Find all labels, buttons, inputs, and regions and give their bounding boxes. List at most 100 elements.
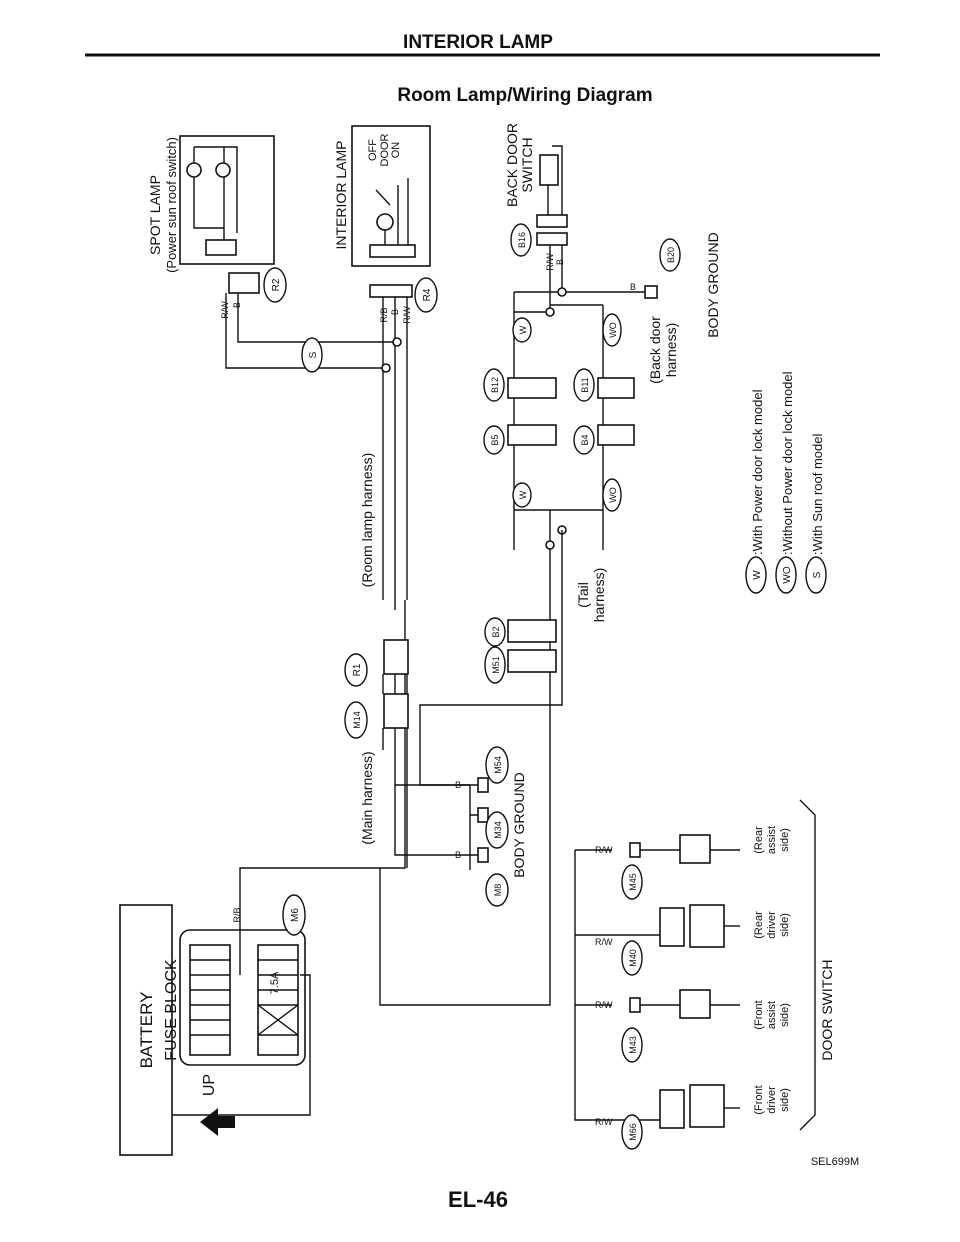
wire-label: R/B [379, 307, 389, 322]
door-position-front-driver: (Front driver side) [753, 1085, 791, 1114]
back-door-switch-wire [547, 145, 563, 220]
door-position-rear-driver: (Rear driver side) [753, 911, 791, 939]
option-S-oval [301, 337, 323, 373]
door-switch-M43 [629, 989, 740, 1019]
wire-fuse-out [239, 600, 406, 975]
connector-M8-label: M8 [493, 884, 503, 897]
connector-R2 [228, 272, 260, 294]
connector-B16-oval [510, 223, 532, 257]
connector-M34-oval [485, 811, 509, 849]
option-W-oval [512, 482, 532, 508]
connector-B16 [536, 232, 568, 246]
svg-text::Without Power door lock model: :Without Power door lock model [780, 371, 795, 555]
connector-M40-oval [621, 940, 643, 976]
ground-terminal [644, 285, 658, 299]
spot-lamp-note: (Power sun roof switch) [164, 137, 179, 273]
connector-M45-label: M45 [628, 873, 638, 891]
option-WO-label: WO [608, 487, 618, 503]
connector-R1-label: R1 [352, 663, 363, 676]
back-door-switch-label: BACK DOOR [504, 123, 520, 207]
svg-text:assist: assist [766, 826, 778, 854]
connector-M43-oval [621, 1027, 643, 1063]
wire-label: R/W [595, 937, 613, 947]
svg-text::With Sun roof model: :With Sun roof model [810, 434, 825, 555]
fuse-grid-left [189, 944, 231, 1056]
legend: W :With Power door lock model WO :Withou… [745, 371, 827, 594]
switch-position-off: OFF [367, 139, 379, 161]
connector-B4-oval [573, 425, 595, 455]
connector-B11 [597, 377, 635, 399]
wire-room-lamp [382, 297, 408, 610]
connector-M8-oval [485, 873, 509, 907]
interior-lamp-label: INTERIOR LAMP [333, 141, 349, 250]
bulb-icon [215, 162, 231, 178]
connector-B16-switch-side [536, 214, 568, 228]
connector-B4-label: B4 [580, 434, 590, 445]
option-WO-oval [602, 313, 622, 347]
wire-label: R/W [595, 845, 613, 855]
connector-M14-oval [344, 701, 368, 739]
connector-B4 [597, 424, 635, 446]
main-harness-label: (Main harness) [359, 751, 375, 844]
wire-label: R/W [220, 301, 230, 319]
connector-R2-label: R2 [271, 278, 282, 291]
connector-M51 [507, 649, 557, 673]
connector-M54-label: M54 [493, 756, 503, 774]
interior-lamp-box [351, 125, 431, 267]
connector-B12-label: B12 [490, 377, 500, 393]
back-door-harness-label: (Back door [647, 316, 663, 384]
connector-B5 [507, 424, 557, 446]
connector-M43-label: M43 [628, 1036, 638, 1054]
svg-text:side): side) [779, 913, 791, 937]
connector-M6 [282, 894, 306, 936]
connector-M14 [383, 693, 409, 729]
connector-M45-oval [621, 864, 643, 900]
svg-text:assist: assist [766, 1001, 778, 1029]
wire-label: R/W [595, 1117, 613, 1127]
wire-label: R/B [232, 907, 242, 922]
door-switch-bracket [799, 799, 816, 1131]
connector-R1 [383, 639, 409, 675]
connector-M66-label: M66 [628, 1123, 638, 1141]
door-switch-M40 [600, 904, 740, 948]
back-door-harness-label: harness) [663, 323, 679, 377]
tail-harness-label: (Tail [575, 582, 591, 608]
interior-lamp-connector [369, 244, 416, 258]
section-title: INTERIOR LAMP [403, 32, 553, 53]
door-switch-M45 [629, 834, 740, 864]
wire-label: B [555, 259, 565, 265]
svg-text:(Front: (Front [753, 1000, 765, 1029]
switch-position-on: ON [390, 142, 402, 159]
body-ground-label-2: BODY GROUND [705, 232, 721, 338]
diagram-title: Room Lamp/Wiring Diagram [397, 85, 652, 106]
connector-M54-oval [485, 746, 509, 784]
connector-B5-oval [483, 425, 505, 455]
wire-label: B [455, 850, 461, 860]
svg-text:side): side) [779, 1088, 791, 1112]
fuse-block-label: FUSE BLOCK [163, 959, 180, 1061]
wire-label: R/W [595, 1000, 613, 1010]
interior-lamp-switch [375, 178, 409, 245]
connector-R4 [369, 284, 413, 298]
svg-text:side): side) [779, 828, 791, 852]
connector-B20-oval [659, 238, 681, 272]
connector-B11-oval [573, 368, 595, 402]
connector-M34-label: M34 [493, 821, 503, 839]
wire-tail [379, 530, 563, 1006]
connector-R4-label: R4 [422, 288, 433, 301]
back-door-switch-label: SWITCH [519, 137, 535, 192]
wire-label: B [630, 282, 636, 292]
back-door-switch [539, 154, 559, 186]
connector-B12-oval [483, 368, 505, 402]
option-W-label: W [518, 325, 528, 334]
wire-door-switches [574, 849, 612, 1121]
connector-B20-label: B20 [666, 247, 676, 263]
connector-B2 [507, 619, 557, 643]
connector-B2-label: B2 [491, 626, 501, 637]
page-number: EL-46 [448, 1187, 508, 1212]
connector-M51-label: M51 [491, 656, 501, 674]
option-W-oval [512, 317, 532, 343]
wire-label: B [232, 302, 242, 308]
fuse-rating: 7.5A [269, 971, 281, 994]
